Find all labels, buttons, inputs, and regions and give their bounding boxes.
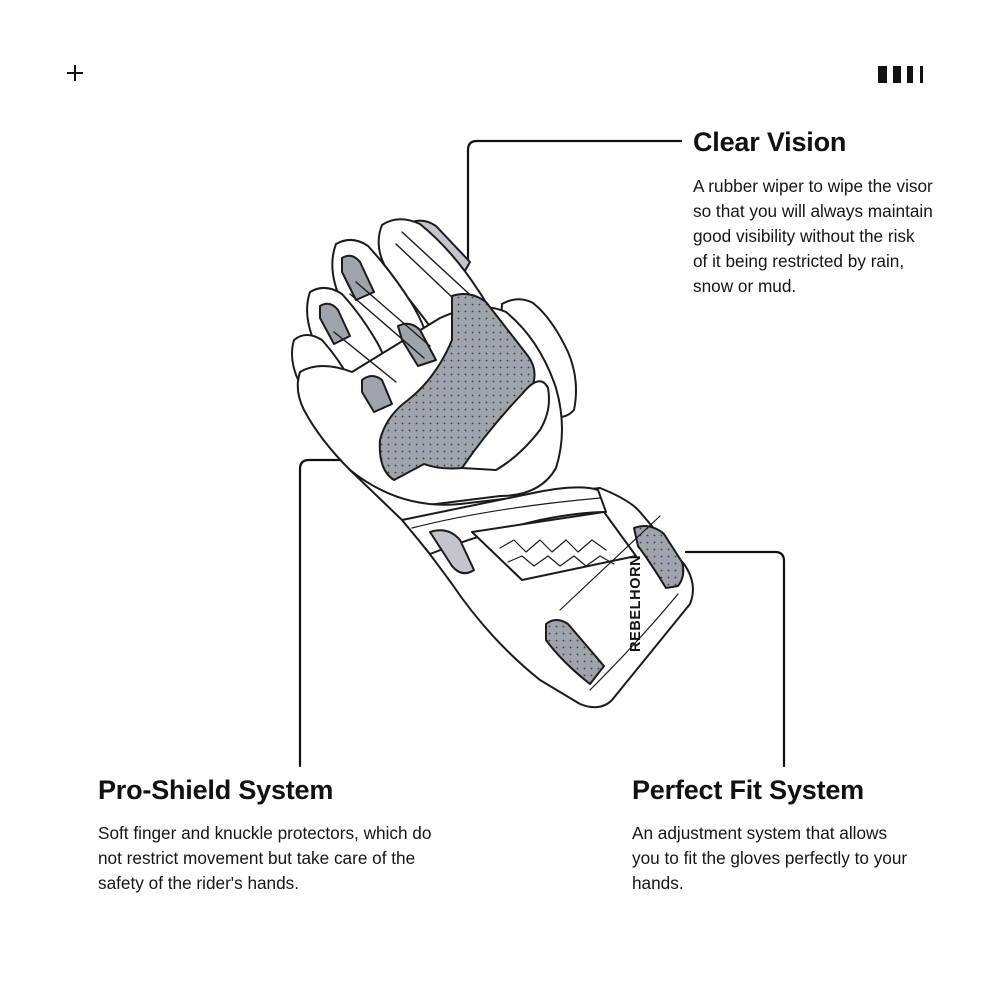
clear-vision-callout-line [466,139,683,264]
perfect-fit-description: An adjustment system that allows you to … [632,823,908,893]
clear-vision-title: Clear Vision [693,127,847,157]
pro-shield-description: Soft finger and knuckle protectors, whic… [98,823,432,893]
clear-vision-description: A rubber wiper to wipe the visor so that… [693,176,933,296]
pro-shield-callout-line [298,458,367,768]
bars-icon [878,66,938,84]
plus-icon [66,64,84,82]
pro-shield-title: Pro-Shield System [98,775,334,805]
perfect-fit-title: Perfect Fit System [632,775,864,805]
brand-logo: REBELHORN [628,555,644,652]
perfect-fit-callout-line [684,550,786,768]
